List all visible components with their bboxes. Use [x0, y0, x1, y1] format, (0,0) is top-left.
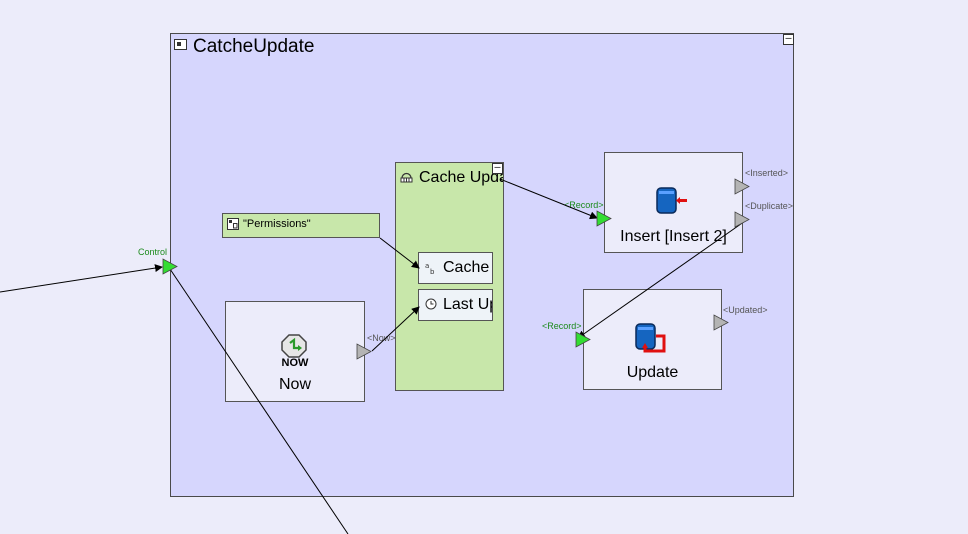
update-input-port-label: <Record>: [542, 321, 582, 331]
svg-text:a: a: [425, 262, 429, 270]
insert-node-label: Insert [Insert 2]: [620, 228, 727, 245]
frame-collapse-button[interactable]: –: [783, 34, 794, 45]
cache-input-item[interactable]: a b Cache: [418, 252, 493, 284]
database-insert-icon: [656, 187, 687, 214]
last-update-input-item[interactable]: Last Up: [418, 289, 493, 321]
svg-text:b: b: [430, 268, 435, 275]
database-update-icon: [635, 323, 666, 353]
connection-external-to-control[interactable]: [0, 264, 163, 293]
update-node-label: Update: [626, 364, 679, 381]
clock-icon: [425, 298, 437, 310]
cache-input-label: Cache: [443, 259, 490, 276]
last-update-input-label: Last Up: [443, 296, 493, 313]
insert-input-port-label: <Record>: [564, 200, 604, 210]
text-field-icon: a b: [425, 262, 435, 275]
clock-now-icon: [281, 334, 307, 358]
now-output-port-label: <Now>: [367, 333, 396, 343]
updated-port-label: <Updated>: [723, 305, 768, 315]
inserted-port-label: <Inserted>: [745, 168, 789, 178]
constant-icon: [227, 218, 239, 230]
permissions-node[interactable]: [222, 213, 380, 238]
cache-update-title: Cache Upda: [419, 169, 503, 186]
workflow-frame-icon: [174, 39, 187, 50]
control-port-label: Control: [138, 247, 168, 257]
cache-update-collapse-button[interactable]: –: [492, 163, 503, 174]
duplicate-port-label: <Duplicate>: [745, 201, 794, 211]
cache-update-icon: [400, 172, 413, 183]
now-icon-text: NOW: [281, 357, 309, 369]
permissions-node-label: "Permissions": [243, 218, 311, 230]
workflow-title: CatcheUpdate: [193, 36, 315, 57]
now-node-label: Now: [278, 376, 311, 393]
